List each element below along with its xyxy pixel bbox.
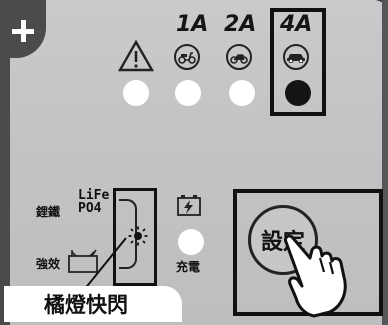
battery-mode-highlight-box	[113, 188, 157, 286]
orange-blink-label: 橘燈快閃	[4, 286, 182, 322]
life-po4-label: LiFe PO4	[78, 188, 110, 216]
mode-label-4a: 4A	[280, 12, 313, 37]
mode-label-2a: 2A	[224, 12, 257, 37]
blinking-led-icon	[128, 226, 148, 246]
car-icon	[283, 44, 309, 70]
led-2a	[229, 80, 255, 106]
warning-triangle-icon	[118, 40, 154, 72]
panel-edge-left	[0, 0, 10, 325]
charge-bolt-icon	[177, 195, 201, 216]
mode-4a-highlight-box	[270, 8, 326, 116]
mode-label-1a: 1A	[176, 12, 209, 37]
pointing-hand-icon	[284, 234, 347, 318]
strong-effect-label: 強效	[36, 257, 61, 271]
led-1a	[175, 80, 201, 106]
charge-led	[178, 229, 204, 255]
warning-led	[123, 80, 149, 106]
plus-icon	[10, 18, 36, 44]
panel-edge-right	[382, 0, 388, 325]
motorcycle-icon	[226, 44, 252, 70]
led-4a	[285, 80, 311, 106]
lithium-label: 鋰鐵	[36, 205, 61, 219]
battery-icon	[68, 249, 98, 273]
charge-label: 充電	[176, 260, 201, 274]
scooter-icon	[174, 44, 200, 70]
